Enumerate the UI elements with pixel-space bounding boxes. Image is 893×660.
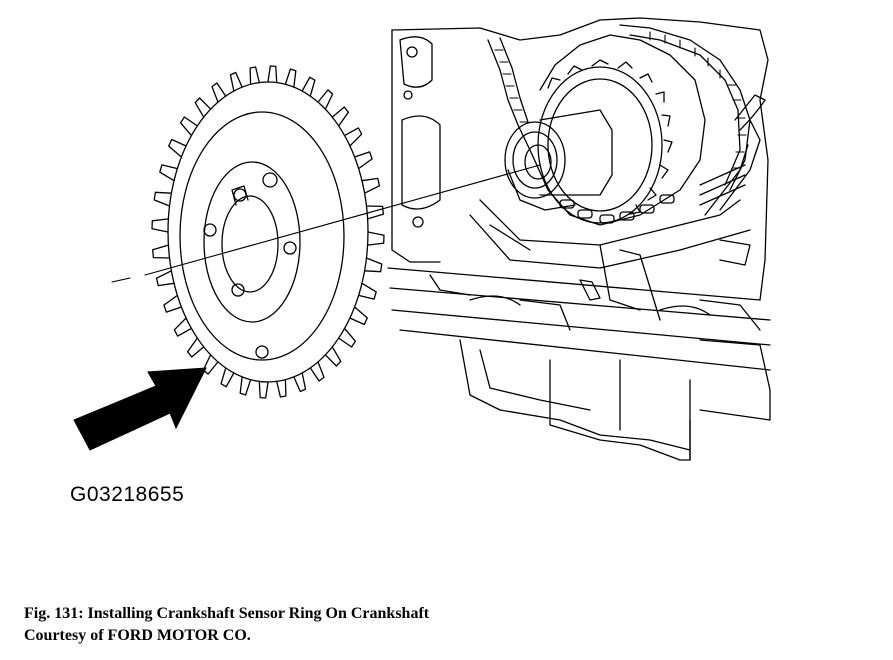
sensor-ring-teeth [151, 65, 385, 399]
part-id-label: G03218655 [70, 483, 185, 506]
sensor-ring-tooth [163, 294, 183, 313]
sensor-ring-tooth [258, 380, 269, 399]
sensor-ring-tooth [249, 66, 260, 85]
sensor-ring-tooth [194, 97, 212, 118]
sensor-ring-tooth [317, 89, 334, 110]
crankshaft-nose [504, 109, 613, 211]
direction-arrow [73, 367, 207, 451]
sensor-ring-tooth [186, 337, 205, 358]
sensor-ring-tooth [365, 205, 384, 220]
sensor-ring-tooth [324, 346, 342, 367]
sensor-ring-tooth [357, 282, 377, 300]
sensor-ring-tooth [331, 106, 350, 127]
figure-caption: Fig. 131: Installing Crankshaft Sensor R… [24, 605, 430, 622]
sensor-ring-tooth [239, 376, 252, 396]
sensor-ring-tooth [363, 257, 383, 273]
sensor-ring-tooth [151, 218, 170, 233]
sensor-ring-tooth [153, 191, 173, 207]
sensor-ring-tooth [229, 71, 243, 92]
sensor-ring-tooth [366, 231, 385, 246]
sensor-ring-tooth [152, 244, 171, 259]
crankshaft-sensor-ring [151, 65, 385, 399]
sensor-ring-tooth [309, 361, 325, 382]
sensor-ring-tooth [284, 68, 297, 88]
sensor-ring-tooth [349, 306, 368, 326]
ring-bolt-hole [203, 223, 217, 237]
ring-bolt-hole [233, 188, 247, 202]
sensor-ring-tooth [267, 65, 278, 84]
engine-block [387, 17, 771, 461]
sensor-ring-tooth [353, 151, 373, 170]
crankshaft-sprocket [537, 59, 673, 224]
sensor-ring-tooth [343, 127, 363, 147]
sensor-ring-tooth [159, 164, 179, 182]
figure-courtesy: Courtesy of FORD MOTOR CO. [24, 627, 251, 644]
sensor-ring-tooth [220, 367, 235, 388]
sensor-ring-tooth [293, 372, 307, 393]
ring-bolt-hole [262, 172, 278, 188]
sensor-ring-tooth [173, 317, 193, 337]
ring-bolt-hole [231, 283, 245, 297]
sensor-ring-tooth [155, 270, 175, 287]
sensor-ring-tooth [179, 116, 198, 137]
sensor-ring-tooth [361, 177, 381, 194]
crankshaft-sensor-ring-illustration [73, 17, 771, 461]
ring-bolt-hole [255, 345, 269, 359]
figure-caption-block: Fig. 131: Installing Crankshaft Sensor R… [24, 603, 429, 647]
sensor-ring-tooth [202, 354, 219, 375]
sensor-ring-tooth [276, 379, 287, 398]
alignment-centerline [111, 164, 541, 283]
timing-chain [487, 24, 751, 226]
sensor-ring-tooth [301, 76, 316, 97]
ring-bolt-hole [283, 241, 297, 255]
sensor-ring-tooth [168, 138, 187, 158]
sensor-ring-tooth [211, 82, 227, 103]
sensor-ring-tooth [338, 327, 357, 348]
